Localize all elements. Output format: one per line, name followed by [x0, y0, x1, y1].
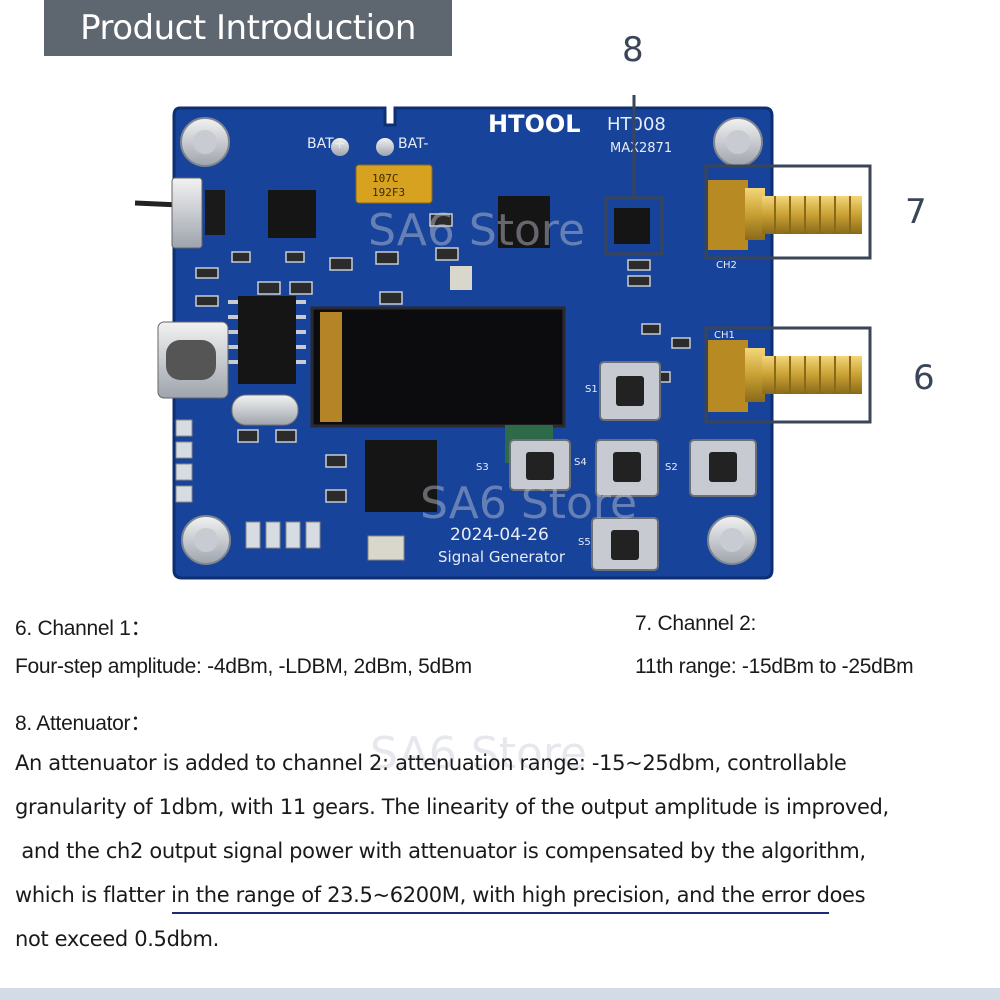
callout-box-7 [704, 164, 872, 260]
callout-6: 6 [913, 358, 935, 398]
callout-8: 8 [622, 30, 644, 70]
callout-7: 7 [905, 192, 927, 232]
port-ch2-label: CH2 [716, 260, 737, 271]
watermark: SA6 Store [420, 478, 638, 529]
capacitor-code: 192F3 [372, 186, 405, 199]
brand-label: HTOOL [488, 110, 581, 138]
watermark: SA6 Store [370, 728, 588, 779]
attenuator-line: and the ch2 output signal power with att… [15, 839, 866, 863]
text-underline [172, 912, 829, 914]
watermark: SA6 Store [368, 205, 586, 256]
attenuator-line: which is flatter in the range of 23.5~62… [15, 883, 866, 907]
model-label: HT008 [607, 114, 666, 135]
board-name: Signal Generator [438, 548, 566, 566]
button-label-s2: S2 [665, 462, 678, 473]
button-label-s1: S1 [585, 384, 598, 395]
board-date: 2024-04-26 [450, 525, 549, 545]
ch1-heading: 6. Channel 1： [15, 617, 152, 640]
bat-minus-label: BAT- [398, 136, 428, 152]
button-label-s3: S3 [476, 462, 489, 473]
product-photo: BAT+ BAT- HTOOL HT008 MAX2871 107C 192F3 [134, 95, 872, 580]
sma-connector-ch1 [708, 340, 862, 412]
ch2-text: 11th range: -15dBm to -25dBm [635, 655, 914, 678]
attenuator-line: granularity of 1dbm, with 11 gears. The … [15, 795, 889, 819]
chip-label: MAX2871 [610, 141, 672, 156]
callout-box-6 [704, 326, 872, 424]
capacitor-label: 107C [372, 172, 399, 185]
button-label-s4: S4 [574, 457, 587, 468]
sma-connector-ch2 [708, 180, 862, 250]
port-ch1-label: CH1 [714, 330, 735, 341]
ch1-text: Four-step amplitude: -4dBm, -LDBM, 2dBm,… [15, 655, 472, 678]
ch2-heading: 7. Channel 2: [635, 612, 757, 635]
bat-plus-label: BAT+ [307, 136, 345, 152]
attenuator-line: not exceed 0.5dbm. [15, 927, 219, 951]
attenuator-line: An attenuator is added to channel 2: att… [15, 751, 847, 775]
button-label-s5: S5 [578, 537, 591, 548]
page-title: Product Introduction [44, 0, 452, 56]
attenuator-heading: 8. Attenuator： [15, 712, 151, 735]
bottom-divider [0, 988, 1000, 1000]
